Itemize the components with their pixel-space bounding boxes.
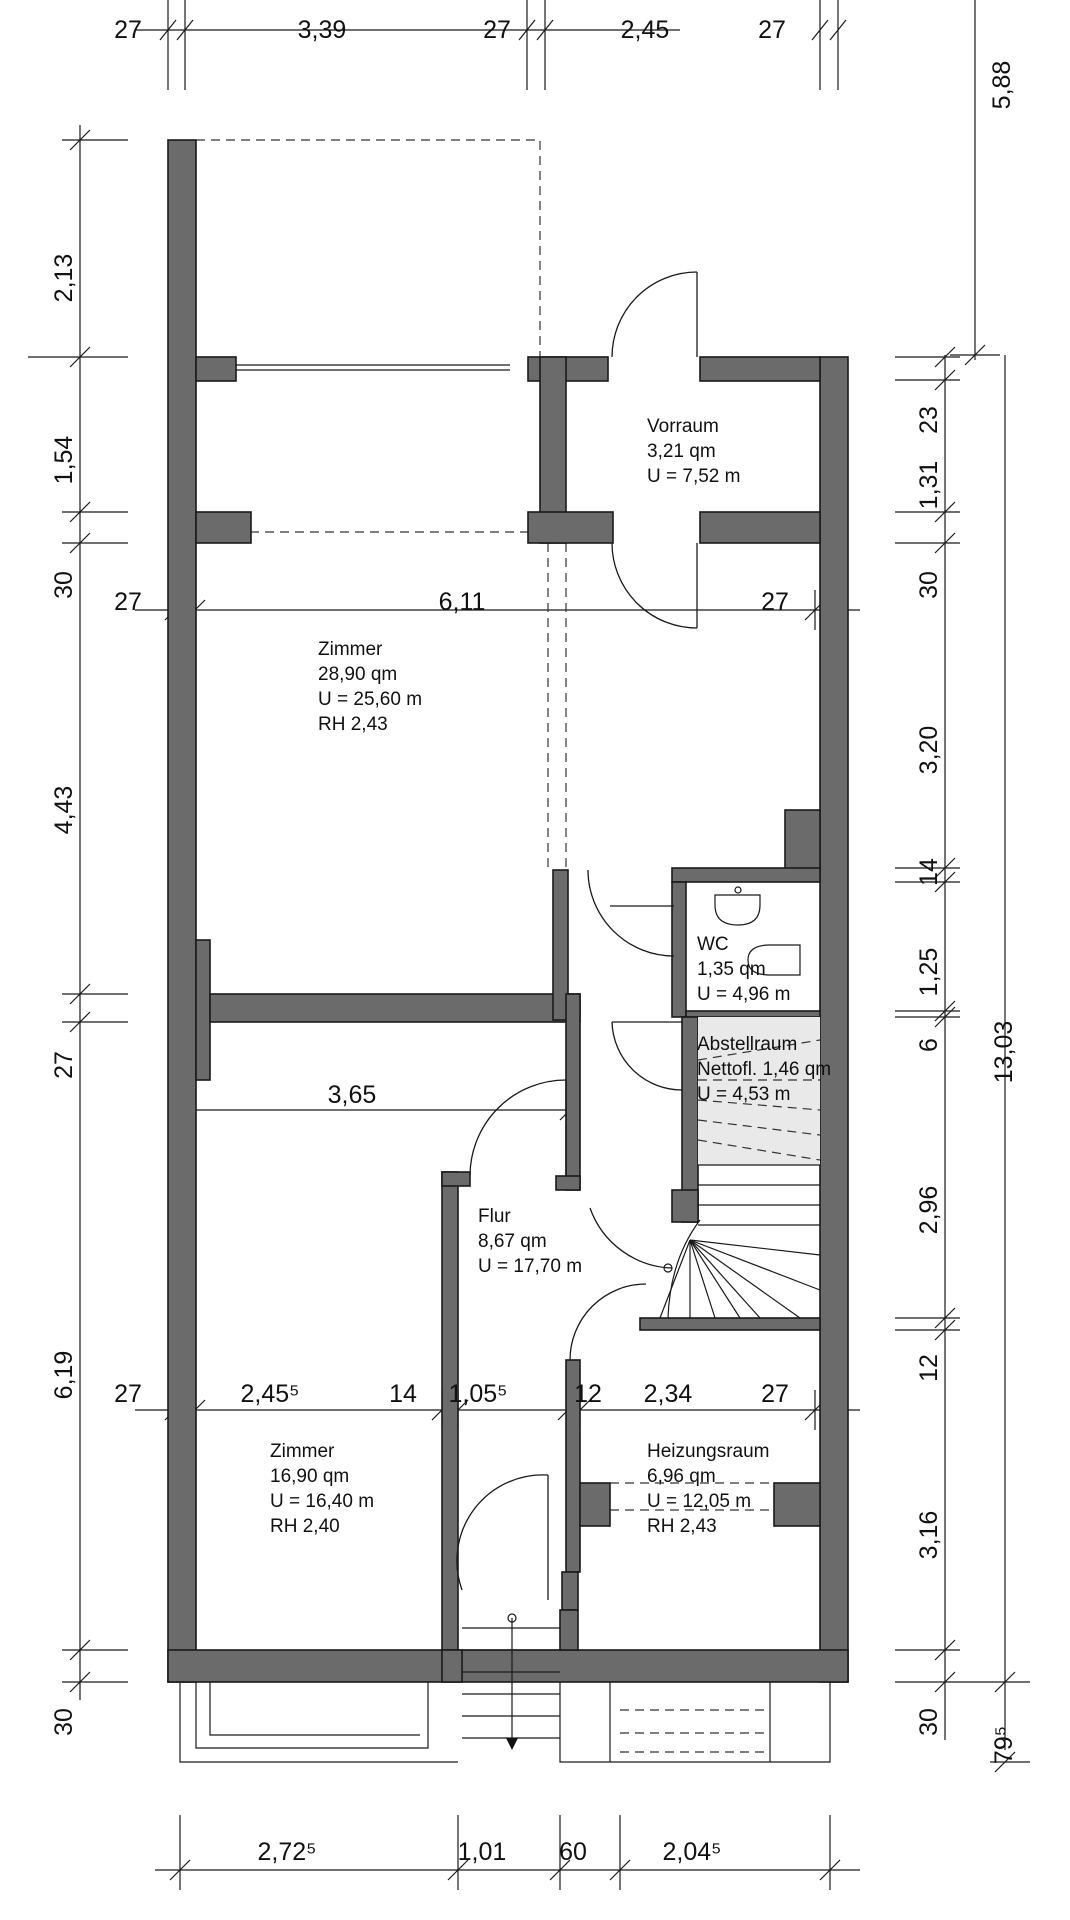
dim-bottom-2-04-5: 2,04⁵ — [662, 1838, 721, 1866]
dim-right-6: 6 — [915, 1038, 943, 1052]
room-label-zimmer-upper: Zimmer 28,90 qm U = 25,60 m RH 2,43 — [318, 639, 422, 735]
dim-top-27-a: 27 — [114, 16, 142, 44]
zimmer-upper-name: Zimmer — [318, 639, 383, 660]
heizungsraum-height: RH 2,43 — [647, 1516, 717, 1537]
wc-name: WC — [697, 934, 729, 955]
room-label-abstellraum: Abstellraum Nettofl. 1,46 qm U = 4,53 m — [697, 1034, 831, 1105]
zimmer-upper-perimeter: U = 25,60 m — [318, 689, 422, 710]
zimmer-upper-area: 28,90 qm — [318, 664, 397, 685]
dim-top-right-5-88: 5,88 — [988, 61, 1016, 110]
room-label-zimmer-lower: Zimmer 16,90 qm U = 16,40 m RH 2,40 — [270, 1441, 374, 1537]
dim-left-6-19: 6,19 — [50, 1351, 78, 1400]
heizungsraum-name: Heizungsraum — [647, 1441, 770, 1462]
abstellraum-area: Nettofl. 1,46 qm — [697, 1059, 831, 1080]
dim-top-27-b: 27 — [483, 16, 511, 44]
dim-right-total-13-03: 13,03 — [990, 1021, 1018, 1084]
room-label-wc: WC 1,35 qm U = 4,96 m — [697, 934, 790, 1005]
dim-left-30-a: 30 — [50, 571, 78, 599]
room-label-vorraum: Vorraum 3,21 qm U = 7,52 m — [647, 416, 740, 487]
flur-area: 8,67 qm — [478, 1231, 547, 1252]
dim-left-4-43: 4,43 — [50, 786, 78, 835]
outside-outline — [179, 1682, 831, 1763]
wc-fixtures — [714, 886, 801, 976]
flur-name: Flur — [478, 1206, 511, 1227]
dim-right-2-96: 2,96 — [915, 1186, 943, 1235]
zimmer-upper-height: RH 2,43 — [318, 714, 388, 735]
dim-right-30-a: 30 — [915, 571, 943, 599]
dim-611-6-11: 6,11 — [439, 588, 486, 616]
room-label-flur: Flur 8,67 qm U = 17,70 m — [478, 1206, 582, 1277]
dimension-texts: 27 3,39 27 2,45 27 5,88 2,13 1,54 30 4,4… — [50, 16, 1018, 1866]
dim-bottom-2-72-5: 2,72⁵ — [257, 1838, 316, 1866]
dim-right-23: 23 — [915, 406, 943, 434]
dim-top-3-39: 3,39 — [298, 16, 347, 44]
dim-lower-27-a: 27 — [114, 1380, 142, 1408]
dim-left-2-13: 2,13 — [50, 254, 78, 303]
dim-lower-2-45-5: 2,45⁵ — [240, 1380, 299, 1408]
dim-left-30-b: 30 — [50, 1708, 78, 1736]
dim-lower-12: 12 — [574, 1380, 602, 1408]
flur-perimeter: U = 17,70 m — [478, 1256, 582, 1277]
dim-right-30-b: 30 — [915, 1708, 943, 1736]
dim-top-2-45: 2,45 — [621, 16, 670, 44]
zimmer-lower-name: Zimmer — [270, 1441, 335, 1462]
dimension-lines — [28, 0, 1030, 1890]
dim-bottom-1-01: 1,01 — [458, 1838, 507, 1866]
room-label-heizungsraum: Heizungsraum 6,96 qm U = 12,05 m RH 2,43 — [647, 1441, 770, 1537]
dim-lower-14: 14 — [389, 1380, 417, 1408]
zimmer-lower-area: 16,90 qm — [270, 1466, 349, 1487]
doors — [456, 271, 698, 1600]
vorraum-perimeter: U = 7,52 m — [647, 466, 740, 487]
dim-right-3-20: 3,20 — [915, 726, 943, 775]
dim-right-1-31: 1,31 — [915, 461, 943, 510]
dim-right-12: 12 — [915, 1354, 943, 1382]
wc-perimeter: U = 4,96 m — [697, 984, 790, 1005]
zimmer-lower-perimeter: U = 16,40 m — [270, 1491, 374, 1512]
abstellraum-perimeter: U = 4,53 m — [697, 1084, 790, 1105]
vorraum-name: Vorraum — [647, 416, 719, 437]
vorraum-area: 3,21 qm — [647, 441, 716, 462]
dashed-lines — [196, 139, 770, 1753]
wc-area: 1,35 qm — [697, 959, 766, 980]
dim-right-14: 14 — [915, 858, 943, 886]
dim-611-27-a: 27 — [114, 588, 142, 616]
dim-right-79-5: 79⁵ — [990, 1726, 1018, 1764]
abstellraum-name: Abstellraum — [697, 1034, 797, 1055]
dim-lower-27-b: 27 — [761, 1380, 789, 1408]
walls — [167, 139, 849, 1683]
dim-top-27-c: 27 — [758, 16, 786, 44]
dim-left-27: 27 — [50, 1051, 78, 1079]
dim-611-27-b: 27 — [761, 588, 789, 616]
zimmer-lower-height: RH 2,40 — [270, 1516, 340, 1537]
heizungsraum-perimeter: U = 12,05 m — [647, 1491, 751, 1512]
heizungsraum-area: 6,96 qm — [647, 1466, 716, 1487]
dim-right-3-16: 3,16 — [915, 1511, 943, 1560]
dim-right-1-25: 1,25 — [915, 948, 943, 997]
dim-lower-2-34: 2,34 — [644, 1380, 693, 1408]
stairs — [462, 1017, 821, 1750]
dim-lower-1-05-5: 1,05⁵ — [448, 1380, 507, 1408]
dim-left-1-54: 1,54 — [50, 436, 78, 485]
dim-3-65: 3,65 — [328, 1081, 377, 1109]
dim-bottom-60: 60 — [559, 1838, 587, 1866]
